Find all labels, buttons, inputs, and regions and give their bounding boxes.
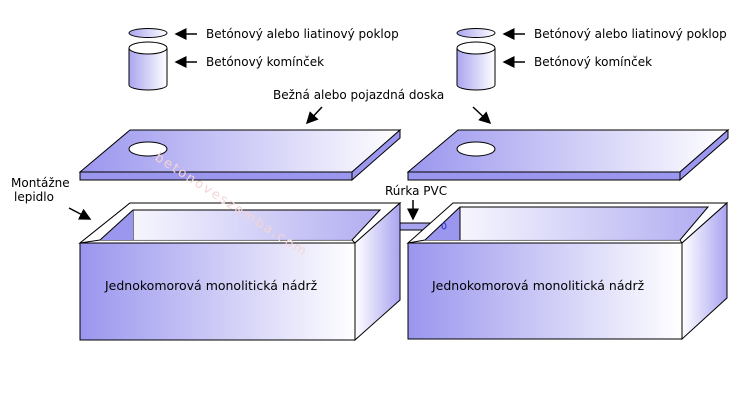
cover-right [456, 28, 496, 38]
label-tank-left: Jednokomorová monolitická nádrž [105, 278, 318, 293]
slab-right [406, 128, 730, 182]
label-chimney-left: Betónový komínček [206, 55, 325, 69]
slab-left [78, 128, 402, 182]
arrows [68, 28, 525, 221]
label-slab: Bežná alebo pojazdná doska [273, 88, 445, 102]
label-tank-right: Jednokomorová monolitická nádrž [432, 278, 645, 293]
label-cover-left: Betónový alebo liatinový poklop [206, 27, 399, 41]
chimney-left [128, 41, 168, 91]
chimney-right [456, 41, 496, 91]
label-chimney-right: Betónový komínček [534, 55, 653, 69]
label-adhesive-2: lepidlo [14, 190, 54, 204]
label-pipe: Rúrka PVC [385, 184, 448, 198]
cover-left [128, 28, 168, 38]
label-cover-right: Betónový alebo liatinový poklop [534, 27, 727, 41]
tank-left [78, 201, 402, 342]
label-adhesive-1: Montážne [11, 176, 70, 190]
tank-right [406, 201, 729, 341]
